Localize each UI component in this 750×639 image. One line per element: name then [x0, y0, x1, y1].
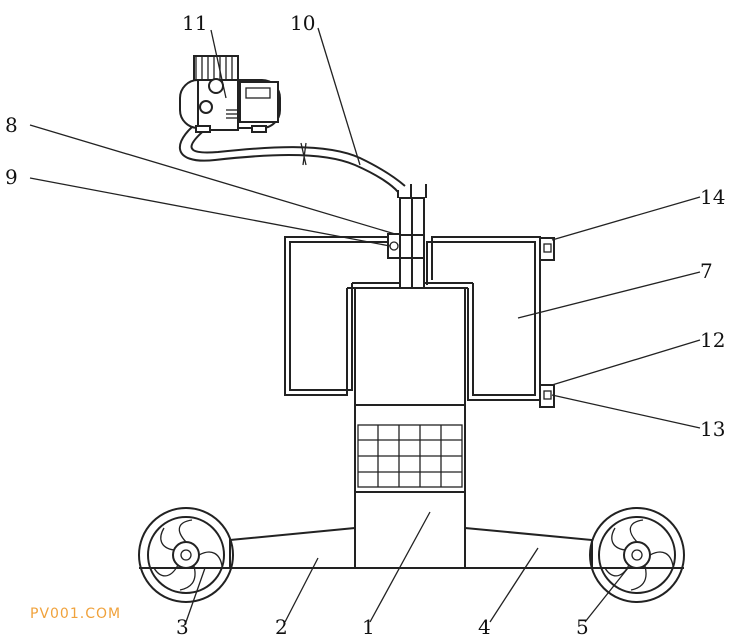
part-labels: 11 10 8 9 14 7 12 13 3 2 1 4 5 [5, 11, 725, 639]
right-wheel [589, 507, 685, 603]
air-pump [179, 55, 281, 133]
vent-grid [357, 424, 463, 488]
label-4: 4 [478, 615, 491, 639]
leader-lines [29, 27, 701, 623]
hose [178, 116, 406, 193]
left-wheel [138, 507, 234, 603]
label-13: 13 [700, 417, 725, 441]
label-1: 1 [362, 615, 375, 639]
hinge-top [539, 237, 555, 261]
label-9: 9 [5, 165, 18, 189]
vertical-pipe [397, 184, 427, 289]
label-14: 14 [700, 185, 725, 209]
label-7: 7 [700, 259, 713, 283]
label-8: 8 [5, 113, 18, 137]
central-column [354, 287, 466, 569]
label-3: 3 [176, 615, 189, 639]
watermark: PV001.COM [30, 606, 121, 622]
label-11: 11 [182, 11, 207, 35]
label-12: 12 [700, 328, 725, 352]
hinge-bottom [539, 384, 555, 408]
label-2: 2 [275, 615, 288, 639]
label-10: 10 [290, 11, 315, 35]
label-5: 5 [576, 615, 589, 639]
